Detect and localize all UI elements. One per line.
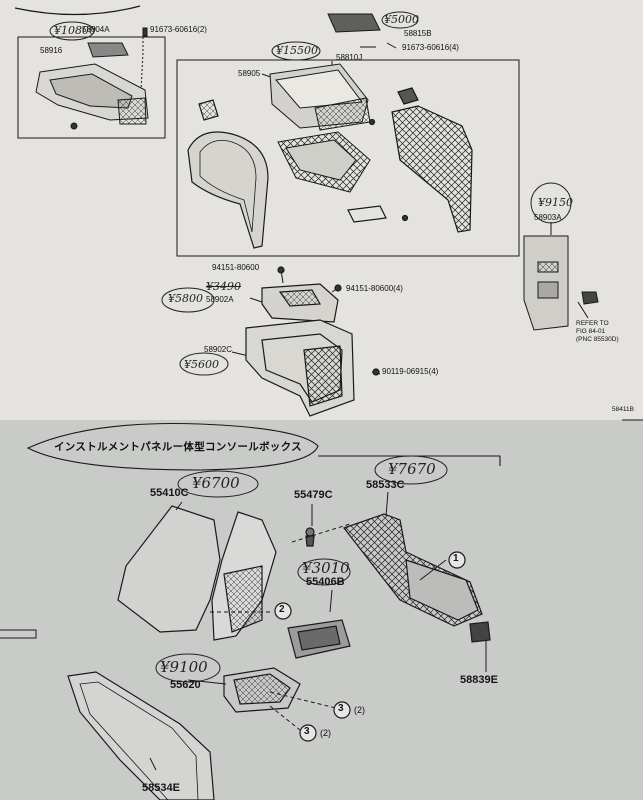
callout-circle-3b <box>299 724 317 742</box>
price-55406b: ¥3010 <box>302 559 350 577</box>
label-58534e: 58534E <box>142 782 180 794</box>
callout-circle-1 <box>448 551 466 569</box>
price-55410c: ¥6700 <box>192 474 240 492</box>
label-91673-2: 91673-60616(2) <box>150 25 207 34</box>
side-panel-left <box>187 99 269 249</box>
price-58804a: ¥10800 <box>54 24 96 37</box>
main-group-box <box>176 59 520 257</box>
label-58903a: 58903A <box>534 213 562 222</box>
refer-line-1: REFER TO <box>576 320 609 327</box>
price-58810j: ¥15500 <box>276 44 318 57</box>
refer-line-2: FIG 84-01 <box>576 328 606 336</box>
callout-circle-2 <box>274 602 292 620</box>
label-58804a: 58804A <box>82 25 110 34</box>
callout-2: 2 <box>279 604 285 615</box>
refer-note: REFER TO FIG 84-01 (PNC 85530D) <box>576 320 619 344</box>
label-91673-4: 91673-60616(4) <box>402 43 459 52</box>
callout-3a-qty: (2) <box>354 705 365 715</box>
misc-lines <box>0 419 643 639</box>
lower-section-title: インストルメントパネルー体型コンソールボックス <box>54 441 302 453</box>
price-55620: ¥9100 <box>160 658 208 676</box>
price-58903a: ¥9150 <box>538 196 573 209</box>
tray-58810j <box>277 131 371 193</box>
callout-circles <box>274 551 466 742</box>
trim-58903a <box>523 235 599 331</box>
label-94151-b: 94151-80600(4) <box>346 284 403 293</box>
callout-circle-3a <box>333 701 351 719</box>
refer-line-3: (PNC 85530D) <box>576 336 619 344</box>
bezel-55410c <box>117 505 315 641</box>
label-58815b: 58815B <box>404 29 432 38</box>
label-55479c: 55479C <box>294 489 333 501</box>
label-55406b: 55406B <box>306 576 345 588</box>
price-58902a: ¥5800 <box>168 292 203 305</box>
lower-leader-lines <box>149 491 487 771</box>
box-58533c <box>343 513 491 643</box>
label-55410c: 55410C <box>150 487 189 499</box>
panel-55406b <box>287 619 351 659</box>
tray-58804a <box>35 27 149 130</box>
price-58902c: ¥5600 <box>184 358 219 371</box>
price-circles <box>49 11 572 683</box>
callout-3b-qty: (2) <box>320 728 331 738</box>
label-58916: 58916 <box>40 46 63 55</box>
label-58902a: 58902A <box>206 295 234 304</box>
label-58533c: 58533C <box>366 479 405 491</box>
pad-58815b <box>327 13 381 33</box>
corner-code: 58411B <box>612 406 634 413</box>
label-58905: 58905 <box>238 69 261 78</box>
price-58815b: ¥5000 <box>384 13 419 26</box>
lower-title-bubble <box>26 422 501 471</box>
trim-58534e <box>67 671 215 800</box>
price-58533c: ¥7670 <box>388 460 436 478</box>
label-55620: 55620 <box>170 679 201 691</box>
label-90119: 90119-06915(4) <box>382 367 439 376</box>
callout-3a: 3 <box>338 703 344 714</box>
callout-3b: 3 <box>304 726 310 737</box>
label-58839e: 58839E <box>460 674 498 686</box>
bracket-58902 <box>245 266 380 417</box>
left-detail-box <box>17 36 166 139</box>
pocket-55620 <box>223 667 301 713</box>
callout-1: 1 <box>453 553 459 564</box>
label-94151-a: 94151-80600 <box>212 263 260 272</box>
label-58902c: 58902C <box>204 345 233 354</box>
label-58810j: 58810J <box>336 53 363 62</box>
price-58902a-struck: ¥3490 <box>206 280 241 293</box>
side-panel-right <box>347 87 473 233</box>
lid-58905 <box>269 63 371 131</box>
